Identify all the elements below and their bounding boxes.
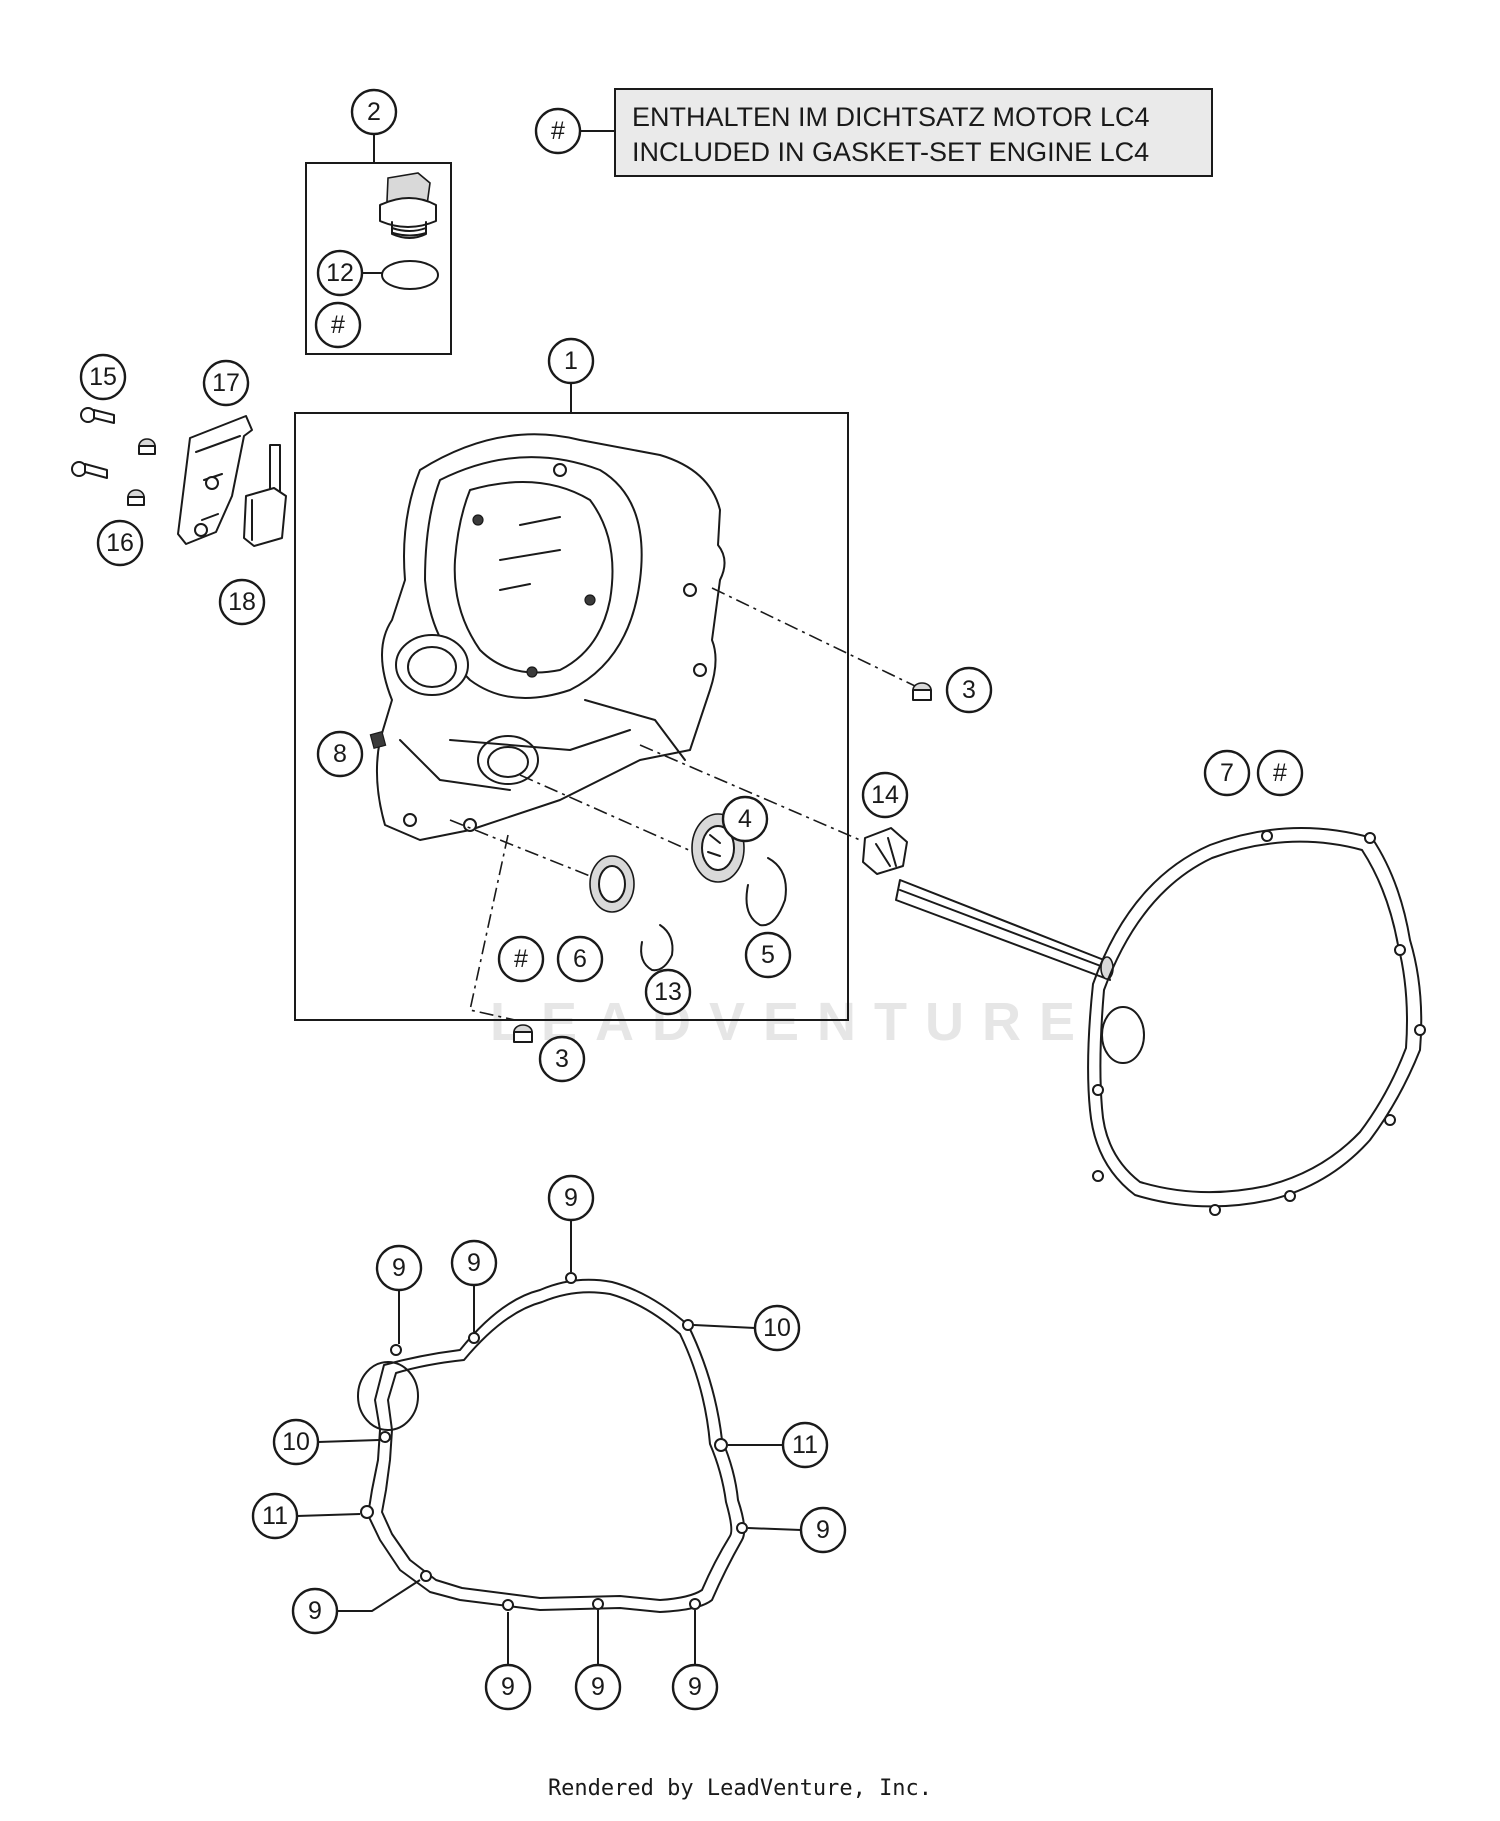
callout-9-upper-left-1: 9 xyxy=(375,1244,423,1292)
axis-dowel-upper xyxy=(711,587,916,687)
legend-line-english: INCLUDED IN GASKET-SET ENGINE LC4 xyxy=(632,137,1149,167)
oil-filler-plug xyxy=(379,172,437,239)
callout-8: 8 xyxy=(316,730,364,778)
circlip-5 xyxy=(745,857,787,927)
callout-3-upper: 3 xyxy=(945,666,993,714)
svg-text:#: # xyxy=(331,311,345,339)
svg-text:#: # xyxy=(551,117,565,145)
svg-text:3: 3 xyxy=(555,1045,569,1073)
svg-text:9: 9 xyxy=(591,1673,605,1701)
shaft-14 xyxy=(862,827,1114,981)
svg-text:15: 15 xyxy=(89,363,117,391)
clutch-cover-assembly: 1 xyxy=(294,337,916,1021)
callout-9-bottom-1: 9 xyxy=(484,1663,532,1711)
gasket-outline-outer xyxy=(367,1278,746,1613)
svg-text:9: 9 xyxy=(816,1516,830,1544)
callout-15: 15 xyxy=(79,353,127,401)
axis-shaft xyxy=(639,744,861,841)
svg-text:5: 5 xyxy=(761,941,775,969)
svg-text:#: # xyxy=(1273,759,1287,787)
oil-plug-box xyxy=(305,162,452,355)
callout-4: 4 xyxy=(721,795,769,843)
svg-text:16: 16 xyxy=(106,529,134,557)
svg-text:13: 13 xyxy=(654,978,682,1006)
svg-text:2: 2 xyxy=(367,98,381,126)
svg-text:11: 11 xyxy=(262,1502,288,1530)
watermark: LEADVENTURE xyxy=(490,992,1093,1052)
svg-text:9: 9 xyxy=(564,1184,578,1212)
callout-10-right: 10 xyxy=(753,1304,801,1352)
svg-text:9: 9 xyxy=(688,1673,702,1701)
callout-hash-gasket: # xyxy=(1256,749,1304,797)
callout-17: 17 xyxy=(202,359,250,407)
callout-9-bottom-left: 9 xyxy=(291,1587,339,1635)
svg-text:4: 4 xyxy=(738,805,752,833)
callout-18: 18 xyxy=(218,578,266,626)
svg-text:17: 17 xyxy=(212,369,240,397)
svg-text:7: 7 xyxy=(1220,759,1234,787)
gasket-detail: 9 9 9 10 10 11 11 9 9 9 9 xyxy=(251,1174,847,1711)
sensor-18 xyxy=(243,444,287,547)
callout-3-lower: 3 xyxy=(538,1035,586,1083)
callout-9-bottom-3: 9 xyxy=(671,1663,719,1711)
svg-text:#: # xyxy=(514,945,528,973)
callout-12: 12 xyxy=(316,249,364,297)
callout-16: 16 xyxy=(96,519,144,567)
ring-13 xyxy=(640,924,674,972)
callout-11-right: 11 xyxy=(781,1421,829,1469)
callout-11-left: 11 xyxy=(251,1492,299,1540)
axis-bearing xyxy=(519,774,701,856)
sensor-group: 15 17 16 18 xyxy=(71,353,287,626)
callout-5: 5 xyxy=(744,931,792,979)
svg-text:12: 12 xyxy=(326,259,354,287)
axis-dowel-lower xyxy=(469,834,516,1021)
clutch-cover xyxy=(375,433,726,841)
svg-text:3: 3 xyxy=(962,676,976,704)
callout-9-top: 9 xyxy=(547,1174,595,1222)
oil-filler-plug-group: 2 12 # xyxy=(305,88,452,355)
svg-text:9: 9 xyxy=(501,1673,515,1701)
svg-text:9: 9 xyxy=(392,1254,406,1282)
svg-text:14: 14 xyxy=(871,781,899,809)
nut-16b xyxy=(127,489,145,506)
callout-14: 14 xyxy=(861,771,909,819)
svg-text:9: 9 xyxy=(467,1249,481,1277)
legend-hash-callout: # xyxy=(534,107,582,155)
callout-13: 13 xyxy=(644,968,692,1016)
callout-hash-plug: # xyxy=(314,301,362,349)
legend: ENTHALTEN IM DICHTSATZ MOTOR LC4 INCLUDE… xyxy=(534,88,1213,177)
svg-text:11: 11 xyxy=(792,1431,818,1459)
callout-9-upper-left-2: 9 xyxy=(450,1239,498,1287)
svg-text:10: 10 xyxy=(763,1314,791,1342)
callout-1: 1 xyxy=(547,337,595,385)
dowel-3-upper xyxy=(912,682,932,701)
seal-6 xyxy=(589,855,635,913)
clutch-cover-box xyxy=(294,412,849,1021)
nut-16a xyxy=(138,438,156,455)
callout-9-right: 9 xyxy=(799,1506,847,1554)
plug-8 xyxy=(369,730,387,750)
svg-text:8: 8 xyxy=(333,740,347,768)
callout-10-left: 10 xyxy=(272,1418,320,1466)
callout-hash-seal: # xyxy=(497,935,545,983)
svg-text:1: 1 xyxy=(564,347,578,375)
svg-text:9: 9 xyxy=(308,1597,322,1625)
gasket-7-small xyxy=(1087,827,1426,1216)
bolt-15b xyxy=(71,461,108,479)
gasket-outline-inner xyxy=(381,1291,733,1601)
legend-line-german: ENTHALTEN IM DICHTSATZ MOTOR LC4 xyxy=(632,102,1150,132)
callout-7: 7 xyxy=(1203,749,1251,797)
svg-text:18: 18 xyxy=(228,588,256,616)
o-ring-12 xyxy=(381,260,439,290)
callout-2: 2 xyxy=(350,88,398,136)
svg-text:6: 6 xyxy=(573,945,587,973)
dowel-3-lower xyxy=(513,1024,533,1043)
legend-box xyxy=(614,88,1213,177)
footer-credit: Rendered by LeadVenture, Inc. xyxy=(548,1776,932,1801)
bolt-15a xyxy=(80,407,115,424)
callout-6: 6 xyxy=(556,935,604,983)
svg-text:10: 10 xyxy=(282,1428,310,1456)
callout-9-bottom-2: 9 xyxy=(574,1663,622,1711)
